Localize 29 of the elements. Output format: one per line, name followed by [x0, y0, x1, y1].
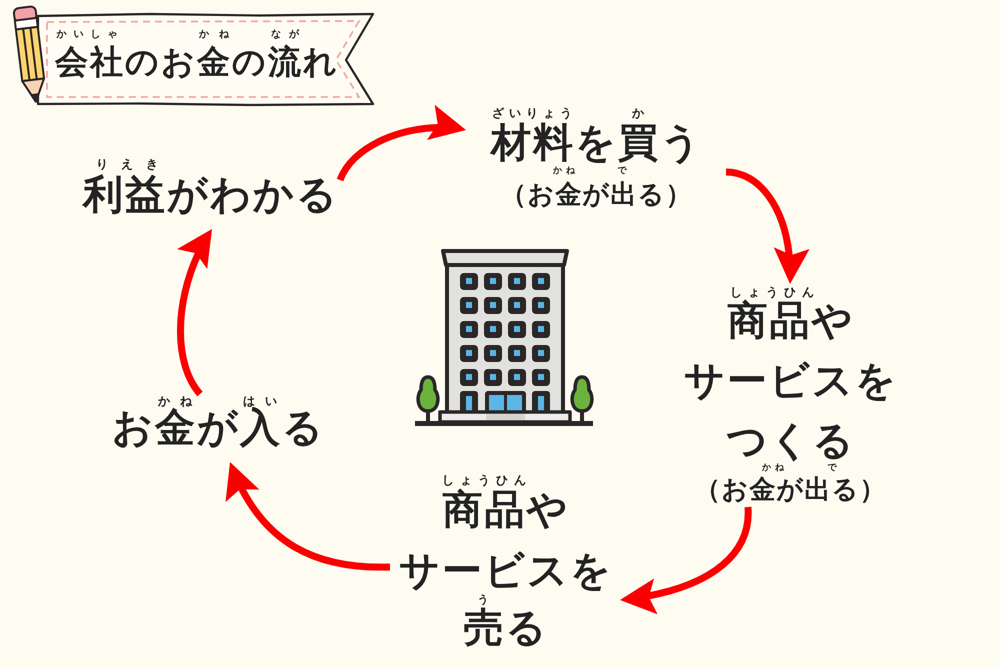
furigana-text: かね	[552, 167, 579, 176]
furigana-text: しょうひん	[441, 474, 532, 486]
step-text: お金が入る	[111, 407, 325, 449]
curved-arrow	[620, 506, 752, 614]
note-text: （お金が出る）	[500, 179, 692, 212]
furigana-text: う	[478, 594, 488, 605]
step-text: 材料を買う	[489, 122, 703, 164]
note-text: （お金が出る）	[694, 474, 886, 507]
curved-arrow	[336, 106, 467, 182]
furigana-text: で	[618, 167, 626, 176]
curved-arrow	[226, 460, 390, 570]
furigana-text: かね	[158, 395, 202, 407]
furigana-text: はい	[243, 395, 287, 407]
curved-arrow	[726, 168, 808, 284]
furigana-text: か	[632, 107, 644, 119]
step-text: 商品やサービスを	[398, 488, 613, 593]
furigana-text: かね	[761, 464, 788, 473]
furigana-text: なが	[270, 30, 307, 40]
furigana-text: りえき	[95, 158, 171, 170]
furigana-text: で	[828, 464, 836, 473]
step-text: 利益がわかる	[81, 174, 339, 216]
step-text: 商品やサービスをつくる	[683, 299, 898, 463]
furigana-text: しょうひん	[729, 286, 820, 298]
title-text: 会社のお金の流れ	[54, 44, 339, 80]
step-text: 売る	[462, 606, 548, 650]
curved-arrow	[177, 227, 215, 396]
furigana-text: かいしゃ	[56, 30, 124, 40]
furigana-text: ざいりょう	[491, 107, 577, 119]
furigana-text: かね	[198, 30, 239, 40]
